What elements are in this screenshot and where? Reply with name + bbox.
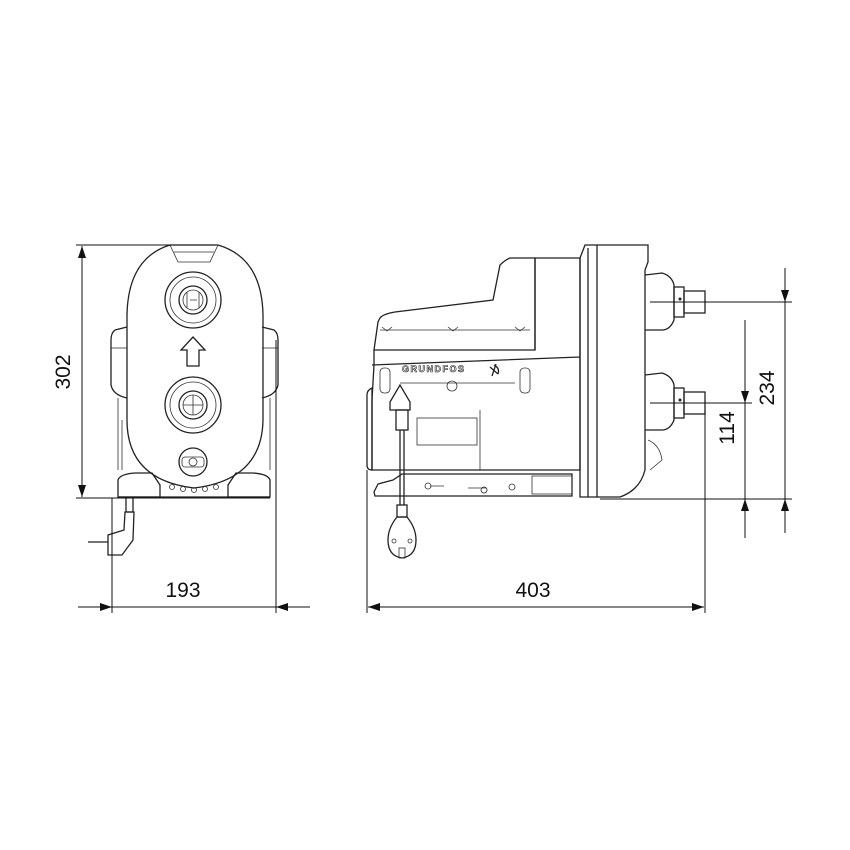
pump-housing [597, 244, 649, 498]
dimension-403: 403 [366, 410, 706, 613]
power-plug-icon [387, 516, 417, 559]
length-dimension-label: 403 [515, 579, 550, 602]
inlet-connector [644, 372, 706, 471]
inlet-height-label: 114 [716, 411, 739, 445]
inlet-port [164, 376, 222, 434]
front-view [88, 244, 279, 556]
dimension-114: 114 [650, 320, 752, 538]
dimension-193: 193 [78, 340, 310, 613]
control-box [373, 257, 536, 351]
brand-logo: GRUNDFOS [402, 364, 466, 374]
height-dimension-label: 302 [52, 354, 75, 389]
vent-holes [169, 484, 219, 493]
motor-housing [371, 257, 581, 471]
feet [117, 472, 271, 498]
power-cable [389, 383, 411, 518]
outlet-height-label: 234 [756, 370, 779, 405]
pump-body [126, 244, 264, 489]
dimension-234: 234 [600, 268, 792, 533]
side-view: GRUNDFOS [366, 244, 706, 559]
drain-plug [178, 447, 208, 477]
base-plate [373, 473, 573, 497]
flow-arrow-icon [179, 336, 207, 367]
top-fitting [169, 244, 219, 263]
brand-mark-icon [489, 363, 500, 377]
dimension-302: 302 [52, 244, 270, 499]
side-bulges [110, 326, 279, 470]
power-plug-icon [88, 497, 135, 556]
width-dimension-label: 193 [165, 579, 200, 602]
flange [579, 244, 598, 498]
outlet-port [164, 271, 222, 329]
